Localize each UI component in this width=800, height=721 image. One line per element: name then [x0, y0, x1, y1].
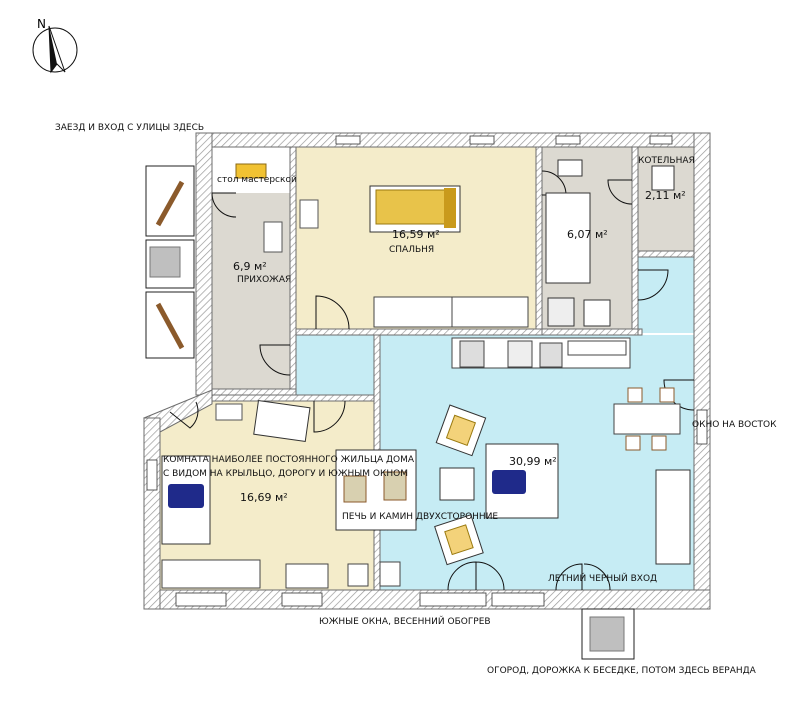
bedroom-door-swing: [315, 295, 350, 330]
stove-label: ПЕЧЬ И КАМИН ДВУХСТОРОННИЕ: [342, 512, 499, 522]
compass-north-arrow-icon: N: [32, 17, 78, 74]
west-wall-upper: [195, 132, 213, 396]
window-west: [146, 459, 158, 491]
window-north-2: [469, 135, 495, 145]
main-room-label-line1: КОМНАТА НАИБОЛЕЕ ПОСТОЯННОГО ЖИЛЬЦА ДОМА: [163, 455, 415, 465]
main-room-floor: [160, 401, 374, 590]
fireplace-icon: [335, 449, 417, 531]
wall-bath-boiler: [631, 146, 639, 336]
bathtub-icon: [545, 192, 591, 284]
street-entrance-label: ЗАЕЗД И ВХОД С УЛИЦЫ ЗДЕСЬ: [55, 123, 205, 133]
cabinet-icon: [567, 340, 627, 356]
appliance-icon: [539, 342, 563, 368]
hallway-label: ПРИХОЖАЯ: [237, 275, 292, 285]
window-south-4: [491, 592, 545, 607]
south-windows-label: ЮЖНЫЕ ОКНА, ВЕСЕННИЙ ОБОГРЕВ: [319, 617, 491, 627]
bedroom-label: СПАЛЬНЯ: [389, 245, 435, 255]
window-east: [696, 409, 708, 445]
east-wall: [693, 132, 711, 610]
corridor-door-swing: [637, 269, 669, 301]
workshop-table-icon: [235, 163, 267, 179]
main-room-label-line2: С ВИДОМ НА КРЫЛЬЦО, ДОРОГУ И ЮЖНЫМ ОКНОМ: [163, 469, 408, 479]
window-north-3: [555, 135, 581, 145]
north-wall: [195, 132, 711, 148]
wall-bath-bottom: [541, 328, 639, 336]
boiler-room-area: 2,11 м²: [645, 189, 686, 202]
boiler-room-floor: [638, 147, 694, 251]
porch-door-swing: [447, 561, 505, 591]
table-icon: [613, 403, 681, 435]
east-window-label: ОКНО НА ВОСТОК: [692, 420, 777, 430]
shelf-icon: [299, 199, 319, 229]
shelf-icon: [215, 403, 243, 421]
radiator-icon: [651, 165, 675, 191]
mainroom-door-swing: [313, 400, 346, 433]
boiler-door-swing: [607, 179, 633, 205]
armchair-icon: [253, 399, 311, 443]
garden-label: ОГОРОД, ДОРОЖКА К БЕСЕДКЕ, ПОТОМ ЗДЕСЬ В…: [487, 666, 756, 676]
armchair-icon: [434, 514, 484, 566]
window-south-2: [281, 592, 323, 607]
wardrobe-icon: [373, 296, 453, 328]
bathroom-area: 6,07 м²: [567, 228, 608, 241]
wardrobe-icon: [451, 296, 529, 328]
chair-icon: [379, 561, 401, 587]
exterior-elements: [145, 165, 635, 660]
vestibule-floor: [296, 335, 374, 395]
workshop-table-label: стол мастерской: [217, 175, 297, 185]
diagonal-door-swing: [169, 401, 199, 429]
chair-icon: [625, 435, 641, 451]
entrance-door-swing: [211, 192, 237, 218]
chair-icon: [347, 563, 369, 587]
furniture: [161, 159, 691, 589]
stairs-icon: [655, 469, 691, 565]
back-door-swing-2: [583, 563, 611, 591]
bed-icon: [369, 185, 461, 233]
svg-text:N: N: [37, 17, 46, 31]
appliance-icon: [459, 340, 485, 368]
stove-icon: [507, 340, 533, 368]
windows: [146, 135, 708, 607]
window-south-1: [175, 592, 227, 607]
window-north-4: [649, 135, 673, 145]
coffee-table-icon: [439, 467, 475, 501]
chair-icon: [627, 387, 643, 403]
west-wall-lower: [143, 417, 161, 610]
wall-mainroom-north: [211, 394, 381, 402]
desk-icon: [285, 563, 329, 589]
window-north-1: [335, 135, 361, 145]
chair-icon: [659, 387, 675, 403]
bedroom-area: 16,59 м²: [392, 228, 440, 241]
summer-back-entrance-label: ЛЕТНИЙ ЧЕРНЫЙ ВХОД: [548, 574, 658, 584]
wall-bedroom-bath: [535, 146, 543, 336]
window-south-3: [419, 592, 487, 607]
chair-icon: [651, 435, 667, 451]
toilet-icon: [583, 299, 611, 327]
sink-icon: [557, 159, 583, 177]
wall-hall-south: [211, 388, 297, 396]
boiler-room-label: КОТЕЛЬНАЯ: [638, 156, 695, 166]
sofa-icon: [485, 443, 559, 519]
doors: [169, 170, 695, 591]
wall-bedroom-south: [295, 328, 643, 336]
wall-boiler-south: [637, 250, 695, 258]
shelf-icon: [263, 221, 283, 253]
sofa-icon: [161, 455, 211, 545]
armchair-icon: [435, 404, 487, 457]
corridor-floor: [638, 257, 694, 333]
wardrobe-icon: [161, 559, 261, 589]
living-room-area: 30,99 м²: [509, 455, 557, 468]
hallway-area: 6,9 м²: [233, 260, 267, 273]
hall-door-swing: [259, 344, 291, 376]
washing-machine-icon: [547, 297, 575, 327]
room-floors: [160, 147, 694, 590]
main-room-area: 16,69 м²: [240, 491, 288, 504]
back-door-swing-1: [555, 563, 583, 591]
